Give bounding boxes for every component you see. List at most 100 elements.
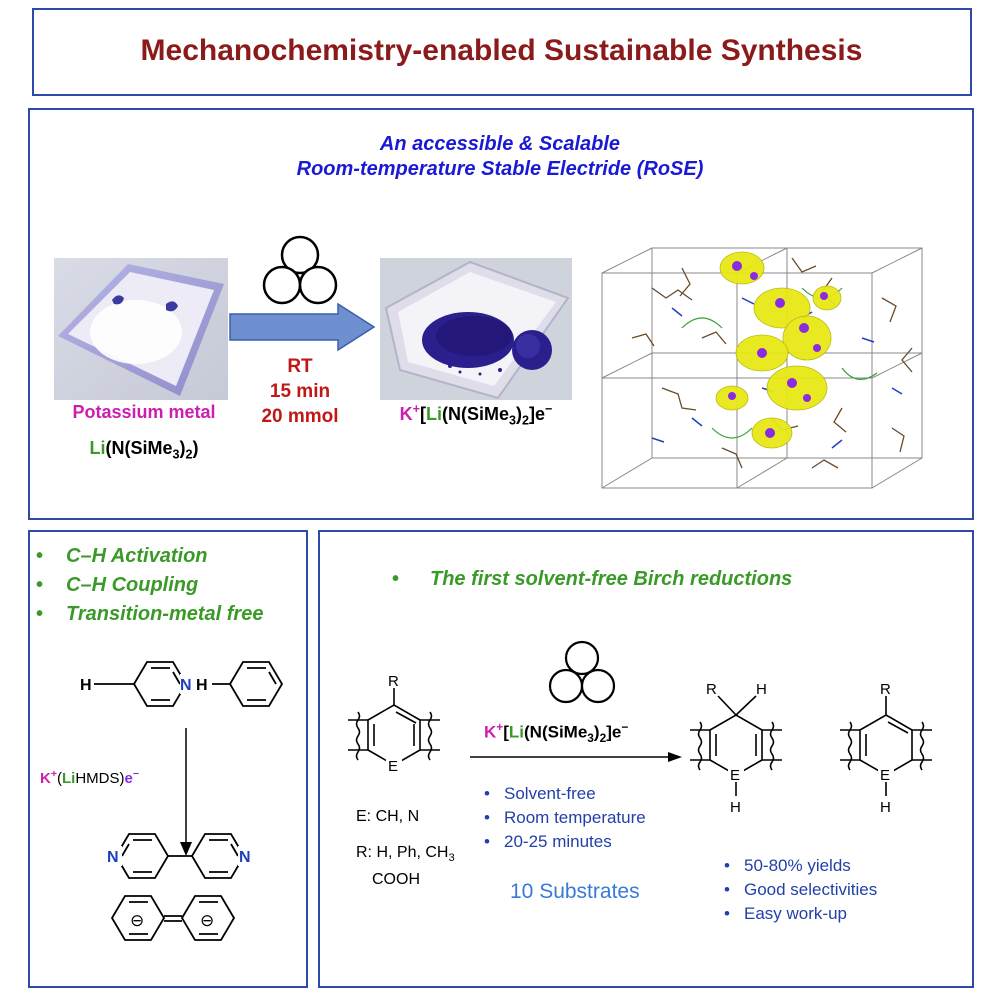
reactant-potassium: Potassium metal (34, 402, 254, 423)
condition-text: 20-25 minutes (504, 832, 612, 851)
condition-text: Solvent-free (504, 784, 596, 803)
result-text: Easy work-up (744, 904, 847, 923)
product-sub2: 2 (521, 413, 529, 428)
product-plus: + (412, 402, 420, 416)
result-text: 50-80% yields (744, 856, 851, 875)
birch-results: • 50-80% yields • Good selectivities • Easy… (724, 854, 877, 926)
birch-reagent: K+[Li(N(SiMe3)2]e− (484, 720, 628, 745)
ch-activation-panel: • C–H Activation •C–H Coupling • Transitio… (28, 530, 308, 988)
birch-bracket: [ (503, 722, 509, 742)
condition-time: 15 min (269, 381, 331, 402)
bullet-text: Transition-metal free (66, 603, 264, 625)
result-workup: • Easy work-up (724, 902, 877, 926)
ch-activation-bullets: • C–H Activation •C–H Coupling • Transitio… (36, 542, 308, 629)
reagent-hmds: HMDS) (75, 770, 125, 787)
birch-sub2: 2 (599, 731, 607, 746)
reagent-minus: − (132, 768, 139, 780)
birch-arrow (470, 752, 682, 762)
condition-duration: • 20-25 minutes (484, 830, 646, 854)
bullet-tm-free: • Transition-metal free (36, 600, 308, 629)
product-mid: (N(SiMe (441, 404, 509, 424)
reagent-open: ( (56, 770, 62, 787)
paren-end: ) (192, 438, 199, 458)
subtitle-line-1: An accessible & Scalable (379, 133, 621, 155)
bullet-ch-activation: • C–H Activation (36, 542, 308, 571)
down-arrow (180, 728, 192, 856)
birch-k: K (484, 722, 497, 742)
product-2-nh: H (880, 799, 891, 816)
bullet-text: C–H Activation (66, 545, 208, 567)
reagent-e: e (124, 770, 133, 787)
reaction-arrow (228, 302, 376, 352)
condition-text: Room temperature (504, 808, 646, 827)
result-yields: • 50-80% yields (724, 854, 877, 878)
pyridine-n: N (180, 677, 192, 694)
result-selectivity: • Good selectivities (724, 878, 877, 902)
birch-panel: • The first solvent-free Birch reductions… (318, 530, 974, 988)
r-definition: R: H, Ph, CH3 COOH (356, 842, 455, 891)
reactant-photo (54, 258, 228, 400)
product-close: ) (515, 404, 522, 424)
birch-close: ) (593, 722, 600, 742)
lihmds-rest: (N(SiMe (105, 438, 173, 458)
r-def-line-1: R: H, Ph, CH3 (356, 842, 455, 869)
result-text: Good selectivities (744, 880, 878, 899)
title-panel: Mechanochemistry-enabled Sustainable Syn… (32, 8, 972, 96)
product-1-e: E (730, 767, 740, 784)
product-1-h: H (756, 682, 767, 698)
substrate-structure: R E (348, 673, 440, 775)
pyridine-benzene-structures: H N H (80, 661, 284, 707)
r-def-line-2: COOH (372, 871, 420, 889)
condition-scale: 20 mmol (261, 406, 339, 427)
product-photo (380, 258, 572, 400)
birch-conditions: • Solvent-free • Room temperature • 20-25 m… (484, 782, 646, 854)
product-2-r: R (880, 682, 891, 698)
bipyridine-n-left: N (107, 849, 119, 866)
bullet-dot: • (724, 904, 730, 923)
r-def-text: R: H, Ph, CH (356, 844, 449, 861)
bullet-dot: • (36, 545, 44, 567)
birch-heading: • The first solvent-free Birch reductions (392, 568, 792, 591)
product-1-structure: R H E H (690, 682, 782, 816)
product-1-r: R (706, 682, 717, 698)
electride-subtitle: An accessible & Scalable Room-temperatur… (30, 132, 970, 182)
bullet-ch-coupling: •C–H Coupling (36, 571, 308, 600)
page-title: Mechanochemistry-enabled Sustainable Syn… (140, 34, 863, 67)
bullet-dot: • (484, 832, 490, 851)
ball-mill-icon (258, 230, 342, 314)
anion-right-icon: ⊖ (200, 911, 214, 930)
e-definition: E: CH, N (356, 808, 420, 825)
bullet-dot: • (484, 784, 490, 803)
birch-plus: + (496, 720, 504, 734)
reagent-plus: + (50, 768, 57, 780)
bullet-dot: • (36, 603, 44, 625)
ball-mill-icon-small (548, 640, 616, 704)
condition-rt: RT (287, 356, 313, 377)
birch-heading-text: The first solvent-free Birch reductions (430, 568, 793, 590)
substrate-r: R (388, 673, 399, 690)
crystal-structure (592, 188, 972, 513)
reactant-lihmds: Li(N(SiMe3)2) (34, 438, 254, 462)
birch-end: ]e (606, 722, 622, 742)
benzene-ring (228, 661, 284, 707)
product-end: ]e (529, 404, 546, 424)
sub-2: 2 (185, 447, 193, 462)
birch-mid: (N(SiMe (524, 722, 588, 742)
li-label: Li (89, 438, 106, 458)
reaction-conditions: RT 15 min 20 mmol (242, 354, 358, 429)
condition-solvent-free: • Solvent-free (484, 782, 646, 806)
anion-left-icon: ⊖ (130, 911, 144, 930)
product-li: Li (425, 404, 442, 424)
reagent-k: K (40, 770, 51, 787)
product-k: K (399, 404, 413, 424)
bullet-dot: • (724, 880, 730, 899)
product-formula: K+[Li(N(SiMe3)2]e− (360, 402, 592, 428)
pyridine-h: H (80, 677, 92, 694)
bullet-dot: • (724, 856, 730, 875)
product-2-e: E (880, 767, 890, 784)
product-bracket: [ (419, 404, 426, 424)
birch-minus: − (621, 720, 629, 734)
subtitle-line-2: Room-temperature Stable Electride (RoSE) (296, 158, 704, 180)
bullet-dot: • (392, 568, 400, 590)
product-1-nh: H (730, 799, 741, 816)
